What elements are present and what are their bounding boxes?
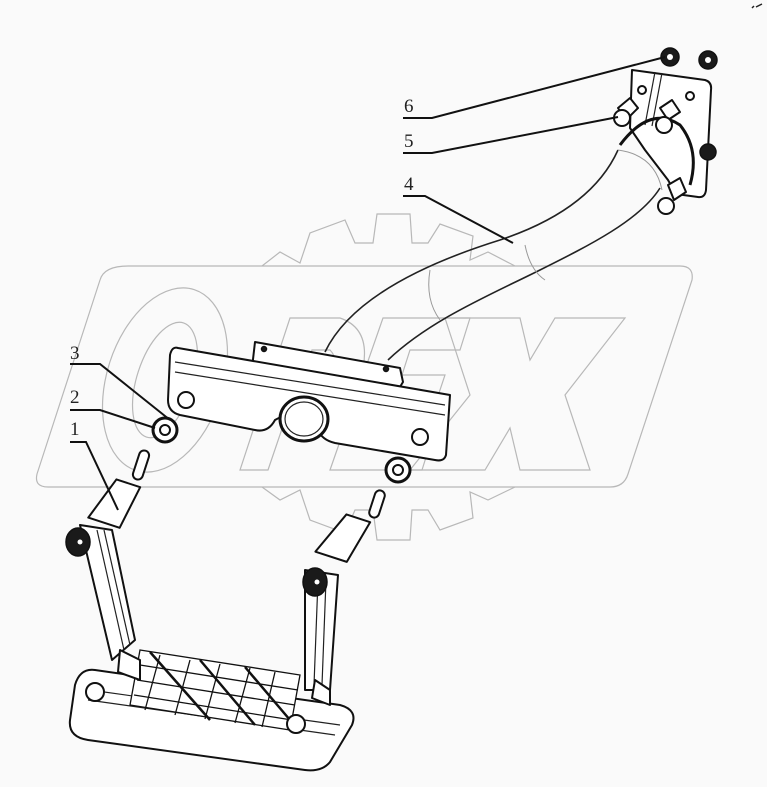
flange-plate	[629, 69, 713, 199]
leader-lines	[70, 56, 666, 511]
watermark-gear-bottom	[261, 486, 516, 541]
watermark-gear-top	[261, 213, 516, 267]
callout-5: 5	[404, 131, 414, 152]
bolt-icon	[657, 177, 687, 215]
leader-2	[70, 409, 156, 429]
left-support-arm	[65, 449, 151, 661]
footstep-grating	[129, 649, 301, 731]
callout-4: 4	[404, 174, 414, 195]
callout-3: 3	[70, 343, 80, 364]
bolt-icon	[655, 99, 681, 134]
footstep-plate	[68, 649, 355, 772]
nut-icon	[699, 143, 717, 161]
washer-right	[384, 456, 412, 484]
callout-6: 6	[404, 96, 414, 117]
leader-4	[403, 195, 514, 244]
washer-left	[151, 416, 179, 444]
nut-icon	[698, 50, 718, 70]
callout-1: 1	[70, 419, 80, 440]
leader-1	[70, 441, 119, 511]
flange-assembly	[613, 47, 718, 215]
leader-3	[70, 363, 171, 421]
curved-tube	[324, 149, 663, 361]
bolt-icon	[613, 97, 639, 127]
callout-2: 2	[70, 387, 80, 408]
corner-mark-icon	[751, 3, 763, 9]
leader-6	[403, 56, 666, 119]
right-support-arm	[302, 489, 386, 691]
nut-icon	[660, 47, 680, 67]
mounting-bracket	[167, 341, 451, 462]
bracket-ring	[278, 395, 330, 443]
watermark-plate	[35, 265, 693, 488]
leader-5	[403, 116, 619, 154]
